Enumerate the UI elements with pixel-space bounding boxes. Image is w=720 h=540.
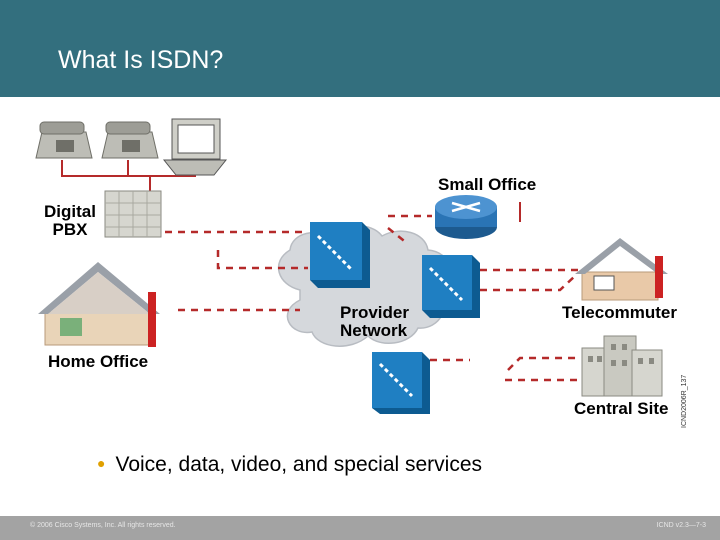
- house-icon: [38, 262, 160, 347]
- telephone-icon: [101, 121, 159, 159]
- label-provider-network: Provider Network: [340, 303, 409, 340]
- bullet-icon: ●: [97, 455, 106, 471]
- house-icon: [575, 238, 668, 301]
- label-telecommuter: Telecommuter: [562, 303, 677, 322]
- label-digital-pbx: Digital PBX: [44, 202, 96, 239]
- label-home-office: Home Office: [48, 352, 149, 371]
- bullet-text: Voice, data, video, and special services: [115, 453, 483, 476]
- switch-icon: [372, 352, 430, 414]
- pbx-icon: [104, 190, 162, 238]
- telephone-icon: [35, 121, 93, 159]
- copyright-text: © 2006 Cisco Systems, Inc. All rights re…: [30, 522, 176, 529]
- title-bar: [0, 0, 720, 97]
- course-code: ICND v2.3—7-3: [656, 522, 706, 529]
- figure-code: ICND2006R_137: [681, 374, 688, 428]
- building-icon: [581, 335, 663, 397]
- label-small-office: Small Office: [438, 175, 537, 194]
- isdn-network-diagram: [35, 118, 668, 414]
- switch-icon: [310, 222, 370, 288]
- label-central-site: Central Site: [574, 399, 669, 418]
- computer-icon: [162, 118, 228, 176]
- bullet-item: ● Voice, data, video, and special service…: [97, 453, 482, 477]
- slide-title: What Is ISDN?: [58, 46, 224, 74]
- switch-icon: [422, 255, 480, 318]
- footer-bar: [0, 516, 720, 540]
- router-icon: [435, 195, 497, 239]
